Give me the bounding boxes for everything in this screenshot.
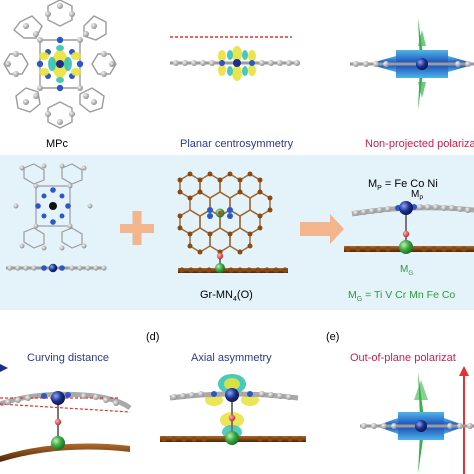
panel-e-label: (e) xyxy=(326,331,339,343)
planar-side-view xyxy=(170,36,300,81)
plus-sign xyxy=(120,211,154,245)
outofplane-polarization-structure xyxy=(360,366,474,474)
mg-atom-label: MG xyxy=(400,264,413,277)
mp-atom-label: MP xyxy=(411,189,423,202)
nonprojected-label: Non-projected polarizat xyxy=(365,138,474,150)
orange-arrow xyxy=(300,214,344,244)
curving-distance-structure xyxy=(0,364,132,462)
nonprojected-polarization xyxy=(350,18,474,110)
outofplane-label: Out-of-plane polarizat xyxy=(350,352,456,364)
planar-label: Planar centrosymmetry xyxy=(180,138,294,150)
panel-d-label: (d) xyxy=(146,331,159,343)
gr-mn4o-label: Gr-MN4(O) xyxy=(200,289,253,303)
combined-structure xyxy=(344,201,474,254)
mpc-label: MPc xyxy=(46,138,69,150)
mg-formula: MG = Ti V Cr Mn Fe Co xyxy=(348,289,455,303)
mp-formula: MP = Fe Co Ni xyxy=(368,178,438,192)
axial-asymmetry-label: Axial asymmetry xyxy=(191,352,272,364)
small-mpc-side-view xyxy=(6,263,107,273)
gr-mn4o-top-view xyxy=(177,171,273,255)
small-mpc-molecule xyxy=(13,163,93,251)
mpc-molecule-top-view xyxy=(3,0,117,129)
axial-asymmetry-structure xyxy=(160,374,306,445)
curving-distance-label: Curving distance xyxy=(27,352,109,364)
gr-mn4o-side-view xyxy=(178,252,288,273)
